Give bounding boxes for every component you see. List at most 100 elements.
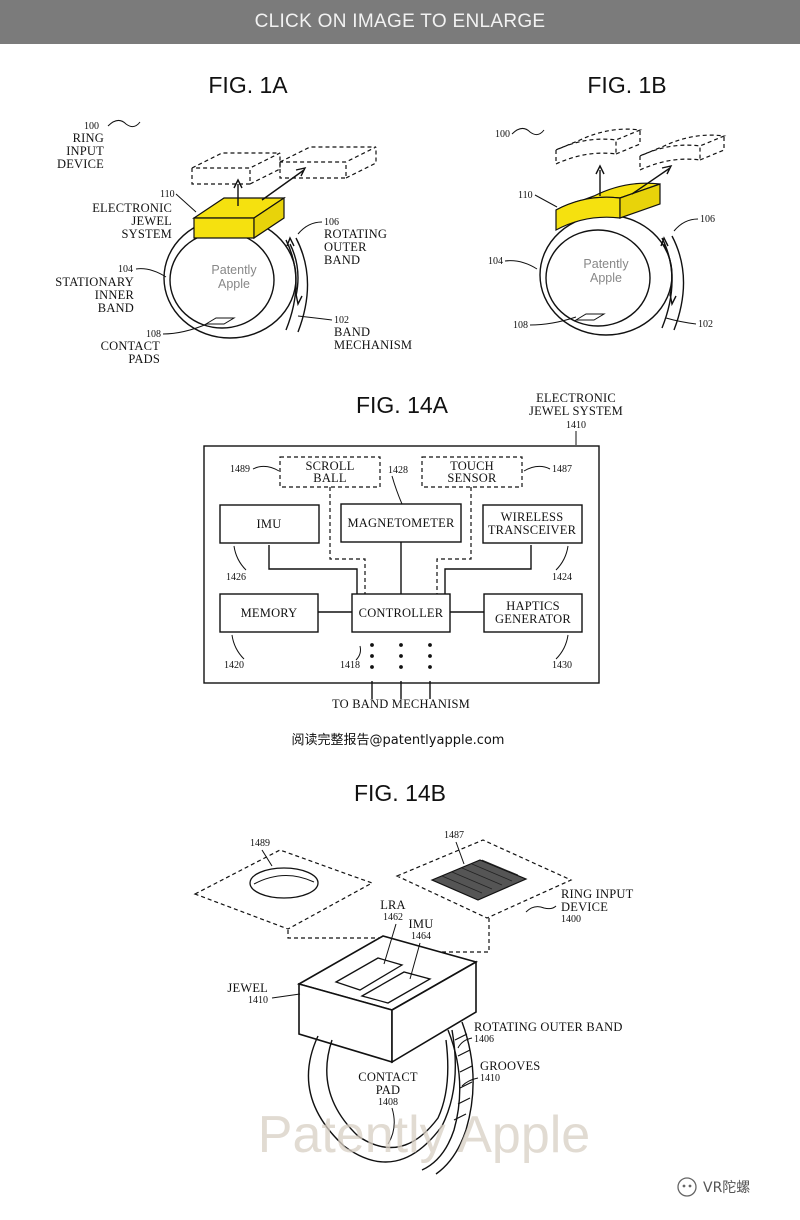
vr-badge-icon [677, 1177, 697, 1197]
fig-1a-jewel-side [253, 196, 285, 240]
fig-14b-ref-1408: 1408 [378, 1097, 398, 1108]
fig-1a-title: FIG. 1A [208, 72, 288, 98]
fig-1a-band-label: BAND [324, 253, 360, 267]
fig-14b-ref-1489: 1489 [250, 838, 270, 849]
fig-14a-header-2: JEWEL SYSTEM [529, 404, 623, 418]
fig-1a-ref-106: 106 [324, 217, 339, 228]
fig-14b-ref-1410: 1410 [248, 995, 268, 1006]
fig-14a-header-1: ELECTRONIC [536, 391, 616, 405]
fig-1a-input-label: INPUT [66, 144, 104, 158]
fig-14b-ref-1400: 1400 [561, 914, 581, 925]
fig-14b-scroll-ball [249, 867, 319, 899]
fig-14a-controller-label: CONTROLLER [359, 606, 444, 620]
fig-1b-ref-104: 104 [488, 256, 503, 267]
enlarge-banner[interactable]: CLICK ON IMAGE TO ENLARGE [0, 0, 800, 44]
fig-14a-ref-1489: 1489 [230, 464, 250, 475]
fig-1b-jewel-side [619, 183, 661, 219]
fig-14a-imu-label: IMU [257, 517, 282, 531]
fig-14b-ref-1462: 1462 [383, 912, 403, 923]
fig-1a-mechanism-label: MECHANISM [334, 338, 412, 352]
fig-14a-scroll-ball-block [279, 456, 381, 488]
fig-14a-ref-1424: 1424 [552, 572, 572, 583]
fig-14a-ref-1418: 1418 [340, 660, 360, 671]
enlarge-banner-text: CLICK ON IMAGE TO ENLARGE [254, 11, 546, 32]
fig-1b-ref-102: 102 [698, 319, 713, 330]
fig-14b-rotating-label: ROTATING OUTER BAND [474, 1020, 623, 1034]
fig-14b-touch-sensor [430, 859, 528, 901]
fig-14b-ref-1410b: 1410 [480, 1073, 500, 1084]
fig-14a-ref-1430: 1430 [552, 660, 572, 671]
fig-1a-ref-108: 108 [146, 329, 161, 340]
fig-14b-ring-label-2: DEVICE [561, 900, 608, 914]
fig-14a-scroll-label-2: BALL [313, 471, 346, 485]
patently-apple-watermark: Patently Apple [258, 1106, 590, 1164]
fig-14a-ref-1487: 1487 [552, 464, 572, 475]
fig-1a-ref-110: 110 [160, 189, 175, 200]
fig-14b-scroll-plate [193, 849, 374, 930]
fig-1b-title: FIG. 1B [587, 72, 666, 98]
fig-14b-lra-label: LRA [380, 898, 406, 912]
fig-14a-scroll-label-1: SCROLL [305, 459, 354, 473]
fig-1a-electronic-label: ELECTRONIC [92, 201, 172, 215]
fig-1a-contact-label: CONTACT [101, 339, 161, 353]
fig-14b-ref-1406: 1406 [474, 1034, 494, 1045]
fig-1a-device-label: DEVICE [57, 157, 104, 171]
fig-14b-title: FIG. 14B [354, 780, 446, 806]
fig-14a-memory-label: MEMORY [241, 606, 298, 620]
vr-badge: VR陀螺 [677, 1177, 750, 1197]
fig-1b-jewel-front [555, 196, 621, 231]
fig-14a-touch-sensor-block [421, 456, 523, 488]
fig-1a-system-label: SYSTEM [121, 227, 172, 241]
fig-14a-haptics-label-2: GENERATOR [495, 612, 571, 626]
fig-14a-connector-dots [370, 643, 432, 669]
fig-14b-imu-cutout [360, 971, 432, 1004]
fig-14a-touch-label-1: TOUCH [450, 459, 494, 473]
fig-1a-inner-label: INNER [95, 288, 135, 302]
fig-14a: FIG. 14A ELECTRONIC JEWEL SYSTEM 1410 SC… [203, 391, 623, 711]
fig-1b-ref-110: 110 [518, 190, 533, 201]
fig-1a-wm-1: Patently [211, 263, 257, 277]
fig-1a-jewel-label: JEWEL [131, 214, 172, 228]
fig-14b-contact-label: CONTACT [358, 1070, 418, 1084]
fig-1a-jewel-front [193, 217, 255, 239]
fig-14b-ref-1487: 1487 [444, 830, 464, 841]
fig-14a-touch-label-2: SENSOR [447, 471, 497, 485]
fig-14b: FIG. 14B 1489 1487 RING INPUT DEVICE 140… [193, 780, 634, 1175]
fig-1b-ref-100: 100 [495, 129, 510, 140]
fig-14a-haptics-block [483, 593, 583, 633]
fig-14a-haptics-label-1: HAPTICS [506, 599, 560, 613]
fig-1a-wm-2: Apple [218, 277, 250, 291]
fig-14a-ref-1426: 1426 [226, 572, 246, 583]
fig-14a-controller-block [351, 593, 451, 633]
fig-14b-ref-1464: 1464 [411, 931, 431, 942]
fig-1a-stationary-label: STATIONARY [55, 275, 134, 289]
fig-1a-outer-label: OUTER [324, 240, 367, 254]
fig-14a-magnetometer-label: MAGNETOMETER [347, 516, 454, 530]
fig-1a-ring-label: RING [73, 131, 104, 145]
fig-1b-ref-106: 106 [700, 214, 715, 225]
fig-1b-wm-2: Apple [590, 271, 622, 285]
fig-14b-jewel-label: JEWEL [227, 981, 268, 995]
fig-1b-ref-108: 108 [513, 320, 528, 331]
fig-14b-grooves-label: GROOVES [480, 1059, 540, 1073]
fig-1a-ref-104: 104 [118, 264, 133, 275]
fig-1a-ref-102: 102 [334, 315, 349, 326]
fig-14a-imu-block [219, 504, 320, 544]
fig-14b-ring-label-1: RING INPUT [561, 887, 634, 901]
fig-14a-wireless-label-1: WIRELESS [501, 510, 564, 524]
fig-1a-band3-label: BAND [334, 325, 370, 339]
fig-14a-wireless-label-2: TRANSCEIVER [488, 523, 577, 537]
vr-badge-text: VR陀螺 [703, 1180, 750, 1196]
fig-14a-ref-1428: 1428 [388, 465, 408, 476]
fig-14b-lra-cutout [334, 957, 404, 991]
fig-14b-pad-label: PAD [376, 1083, 400, 1097]
fig-14a-memory-block [219, 593, 319, 633]
fig-1b-wm-1: Patently [583, 257, 629, 271]
fig-1a: FIG. 1A 100 RING INPUT DEVICE Patently A… [55, 72, 412, 366]
fig-1a-rotating-label: ROTATING [324, 227, 387, 241]
fig-14a-magnetometer-block [340, 503, 462, 543]
fig-14b-jewel-side [391, 960, 477, 1064]
report-site-text: 阅读完整报告@patentlyapple.com [292, 733, 505, 748]
fig-14b-imu-label: IMU [409, 917, 434, 931]
